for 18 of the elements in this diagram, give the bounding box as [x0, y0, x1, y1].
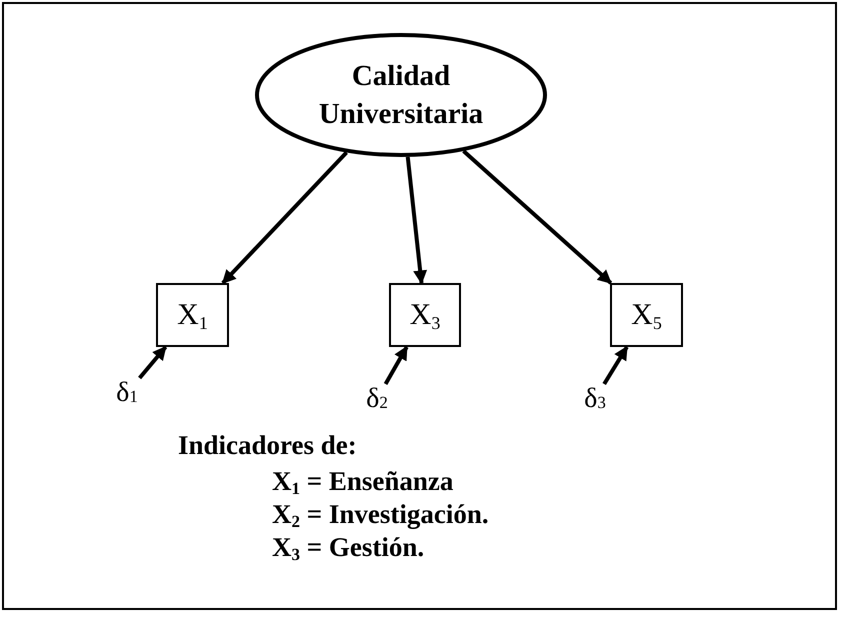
- legend-text: X$_{1}$ = Enseñanza: [272, 468, 454, 495]
- node-label: Calidad Universitaria: [318, 59, 484, 132]
- arrow: [462, 150, 612, 284]
- arrow: [384, 346, 408, 385]
- arrow: [138, 346, 168, 380]
- indicator-box: [156, 283, 229, 347]
- indicator-box: [389, 283, 461, 347]
- legend-text: X$_{3}$ = Gestión.: [272, 534, 424, 561]
- arrow: [406, 156, 428, 284]
- variable-label: X$_{1}$: [177, 300, 208, 330]
- legend-text: Indicadores de:: [178, 432, 357, 459]
- variable-label: X$_{5}$: [631, 300, 662, 330]
- arrow: [221, 151, 348, 284]
- variable-label: X$_{3}$: [410, 300, 440, 330]
- latent-variable-ellipse: [254, 32, 548, 158]
- indicator-box: [610, 283, 683, 347]
- legend-text: X$_{2}$ = Investigación.: [272, 501, 489, 528]
- arrow: [602, 346, 629, 386]
